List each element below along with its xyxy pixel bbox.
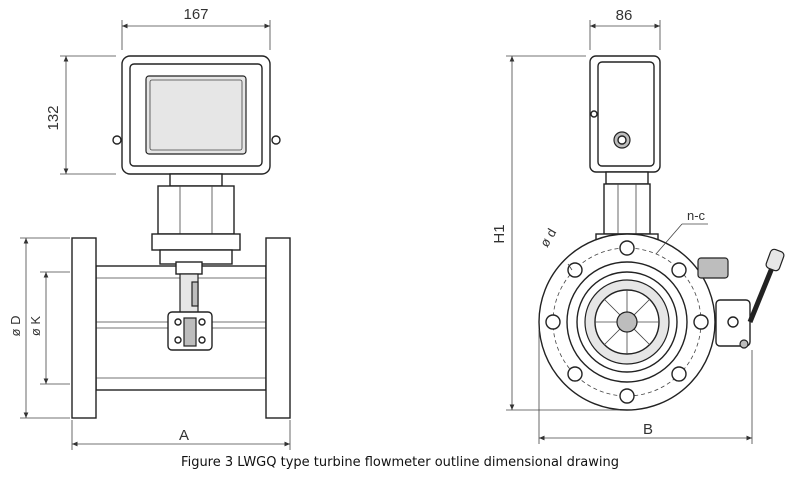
right-flange	[265, 237, 291, 419]
dim-diameter-D: ø D	[8, 316, 23, 337]
bolt-hole	[671, 366, 687, 382]
bolt-hole	[619, 240, 635, 256]
figure-caption: Figure 3 LWGQ type turbine flowmeter out…	[181, 455, 619, 470]
dim-length-A: A	[179, 427, 189, 444]
bolt-hole	[567, 262, 583, 278]
dim-bolt-d: ø d	[537, 226, 559, 250]
bolt-hole	[545, 314, 561, 330]
bolt-hole	[567, 366, 583, 382]
dim-diameter-K: ø K	[28, 316, 43, 337]
bolt-hole	[671, 262, 687, 278]
dim-holes-nc: n-c	[687, 208, 706, 223]
side-connector	[697, 257, 729, 279]
dim-top-width: 167	[183, 6, 208, 23]
dim-height-box: 132	[45, 105, 62, 130]
left-flange	[71, 237, 97, 419]
bolt-hole	[619, 388, 635, 404]
display-window	[145, 75, 247, 155]
side-view	[538, 55, 785, 411]
front-dimensions: 167 132 ø D ø K A	[8, 6, 291, 450]
dim-height-H1: H1	[491, 224, 508, 243]
dim-width-B: B	[643, 421, 653, 438]
side-dimensions: 86 H1 ø d n-c B	[491, 7, 753, 444]
bolt-hole	[693, 314, 709, 330]
front-view	[71, 55, 291, 419]
dim-side-width: 86	[616, 7, 633, 24]
support-column	[157, 185, 235, 235]
